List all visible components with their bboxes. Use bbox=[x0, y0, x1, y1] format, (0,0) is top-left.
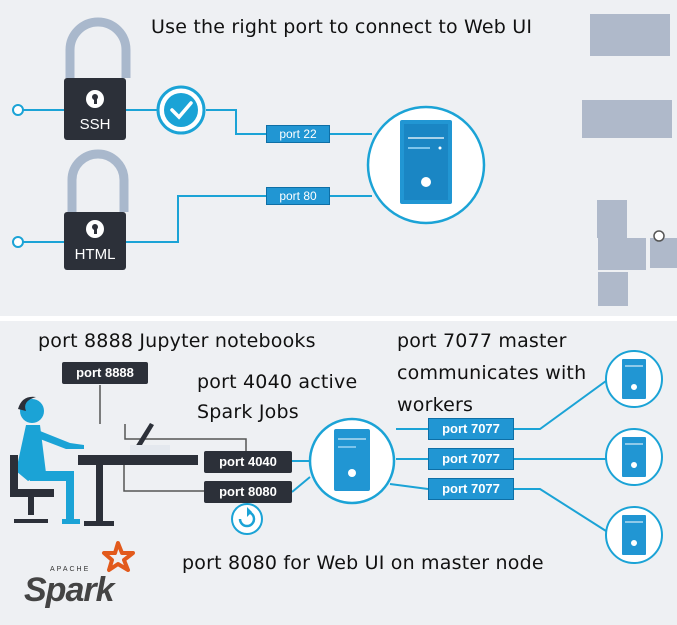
spark-logo-apache: APACHE bbox=[50, 566, 91, 573]
spark-star-icon bbox=[102, 541, 135, 572]
port-80-box: port 80 bbox=[266, 187, 330, 205]
page-title: Use the right port to connect to Web UI bbox=[151, 16, 533, 38]
port-4040-box: port 4040 bbox=[204, 451, 292, 473]
server-icon bbox=[366, 105, 486, 225]
port-22-box: port 22 bbox=[266, 125, 330, 143]
server-icon bbox=[605, 350, 663, 408]
ports-overview-panel: Use the right port to connect to Web UI … bbox=[0, 0, 677, 316]
lock-shackle bbox=[65, 17, 131, 78]
server-icon bbox=[605, 428, 663, 486]
worker-port-7077-box: port 7077 bbox=[428, 478, 514, 500]
server-icon bbox=[308, 417, 396, 505]
checkmark-icon bbox=[156, 85, 206, 135]
lock-icon bbox=[86, 220, 104, 238]
ssh-lock: SSH bbox=[64, 78, 126, 140]
background-blocks bbox=[582, 14, 677, 306]
worker-port-7077-box: port 7077 bbox=[428, 448, 514, 470]
bottom-connection-lines bbox=[10, 350, 663, 572]
lock-label-ssh: SSH bbox=[79, 116, 111, 133]
server-icon bbox=[605, 506, 663, 564]
spark-ports-panel: port 8888 Jupyter notebooks port 4040 ac… bbox=[0, 321, 677, 625]
small-circle-icon bbox=[653, 230, 665, 242]
refresh-icon bbox=[231, 503, 263, 535]
person-at-desk-icon bbox=[10, 396, 198, 526]
webui-caption: port 8080 for Web UI on master node bbox=[182, 552, 544, 574]
worker-port-7077-box: port 7077 bbox=[428, 418, 514, 440]
lock-shackle bbox=[67, 149, 129, 212]
master-caption-line2: communicates with bbox=[397, 362, 587, 384]
active-jobs-caption-line2: Spark Jobs bbox=[197, 401, 299, 423]
port-8080-box: port 8080 bbox=[204, 481, 292, 503]
jupyter-caption: port 8888 Jupyter notebooks bbox=[38, 330, 316, 352]
lock-icon bbox=[86, 90, 104, 108]
top-connection-lines bbox=[12, 14, 677, 306]
master-caption-line3: workers bbox=[397, 394, 474, 416]
html-lock: HTML bbox=[64, 212, 126, 270]
lock-label-html: HTML bbox=[74, 246, 116, 263]
active-jobs-caption-line1: port 4040 active bbox=[197, 371, 358, 393]
master-caption-line1: port 7077 master bbox=[397, 330, 567, 352]
port-8888-box: port 8888 bbox=[62, 362, 148, 384]
spark-logo-text: Spark bbox=[24, 571, 114, 609]
